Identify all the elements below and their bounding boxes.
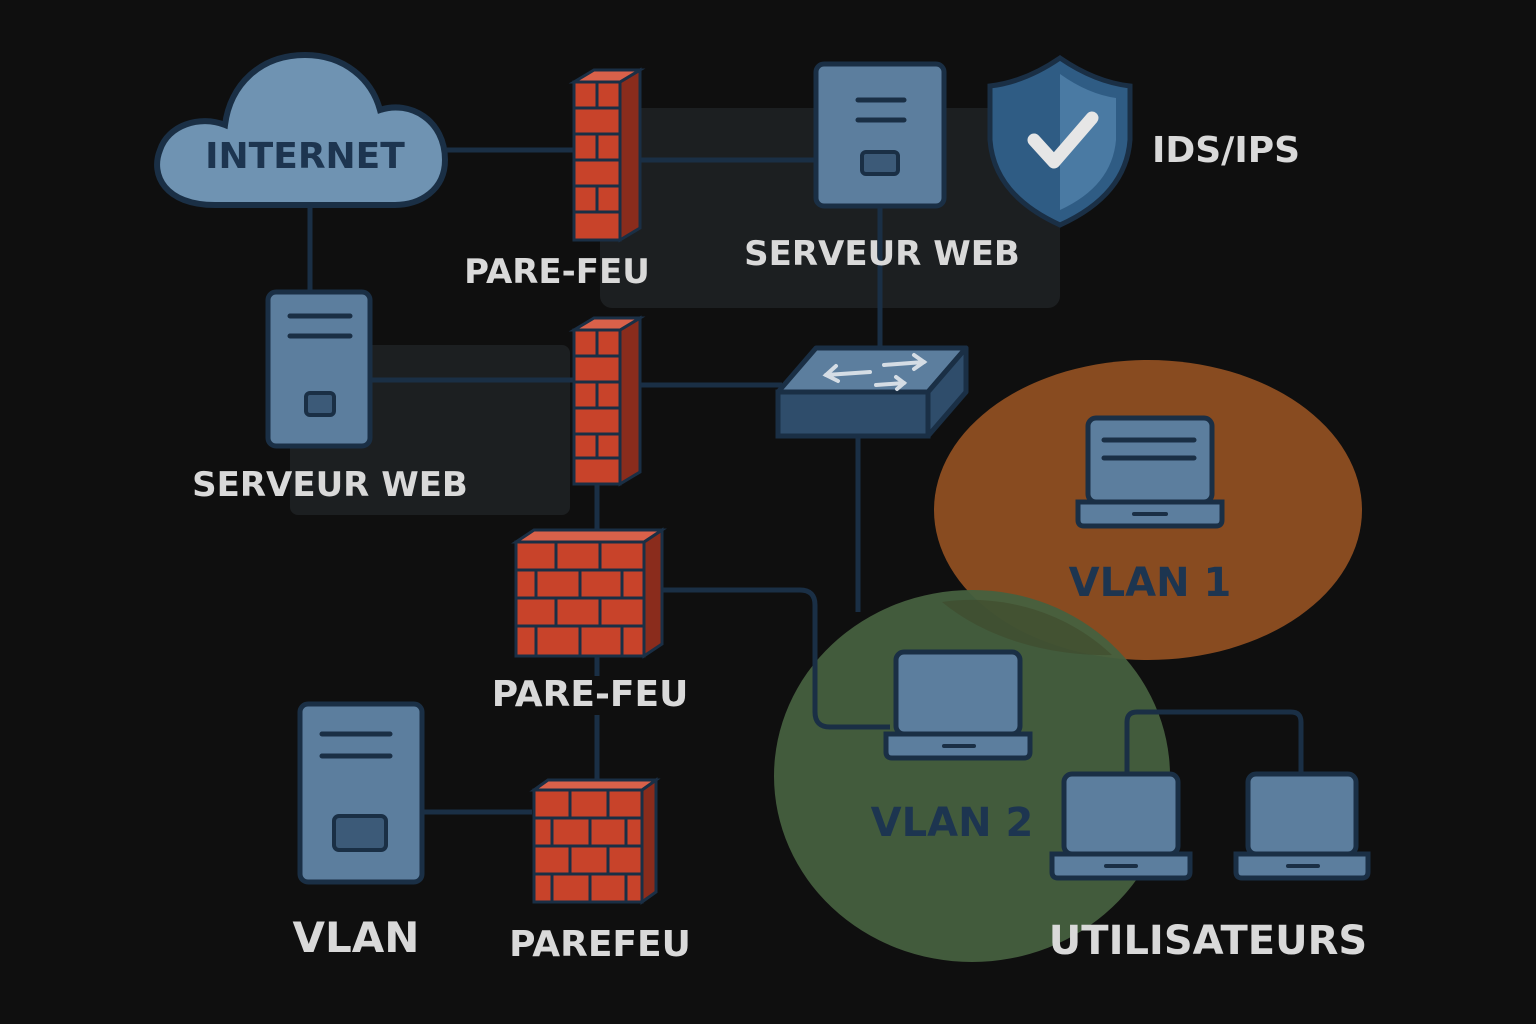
link-users [1124,709,1304,775]
vlan-server: VLAN [293,701,425,962]
ids-ips: IDS/IPS [987,54,1300,228]
vlan-overlap [942,599,1112,656]
server-icon [297,701,425,885]
ids-ips-label: IDS/IPS [1152,130,1300,171]
user-laptops: UTILISATEURS [1049,771,1371,964]
server-icon [813,61,947,209]
firewall-bottom-label: PAREFEU [509,924,691,965]
web-server-top: SERVEUR WEB [744,61,1020,274]
server-icon [265,289,373,449]
internet-label: INTERNET [205,136,405,177]
network-switch-icon [775,345,969,439]
web-server-top-label: SERVEUR WEB [744,234,1020,274]
vlan-2-laptop: VLAN 2 [871,649,1034,846]
laptop-icon [883,649,1033,761]
users-label: UTILISATEURS [1049,918,1367,964]
web-server-left: SERVEUR WEB [192,289,468,505]
link-firewall-laptop [660,587,890,730]
shield-check-icon [987,54,1133,228]
firewall-icon [568,67,646,243]
web-server-left-label: SERVEUR WEB [192,465,468,505]
laptop-icon [1049,771,1193,881]
firewall-middle: PARE-FEU [492,527,689,715]
firewall-top-label: PARE-FEU [464,252,650,292]
vlan-1-label: VLAN 1 [1069,560,1232,606]
firewall-bottom: PAREFEU [509,777,691,965]
network-switch [775,345,969,439]
firewall-icon [568,315,646,487]
cloud-icon [154,51,449,208]
firewall-middle-tall [568,315,646,487]
firewall-top: PARE-FEU [464,67,650,292]
vlan-2-label: VLAN 2 [871,800,1034,846]
laptop-icon [1233,771,1371,881]
laptop-icon [1075,415,1225,529]
firewall-icon [511,527,667,659]
firewall-icon [529,777,661,905]
firewall-middle-label: PARE-FEU [492,674,689,715]
vlan-label: VLAN [293,913,420,962]
vlan-1-laptop: VLAN 1 [1069,415,1232,606]
connection-lines [307,147,1304,815]
internet-cloud: INTERNET [154,51,449,208]
